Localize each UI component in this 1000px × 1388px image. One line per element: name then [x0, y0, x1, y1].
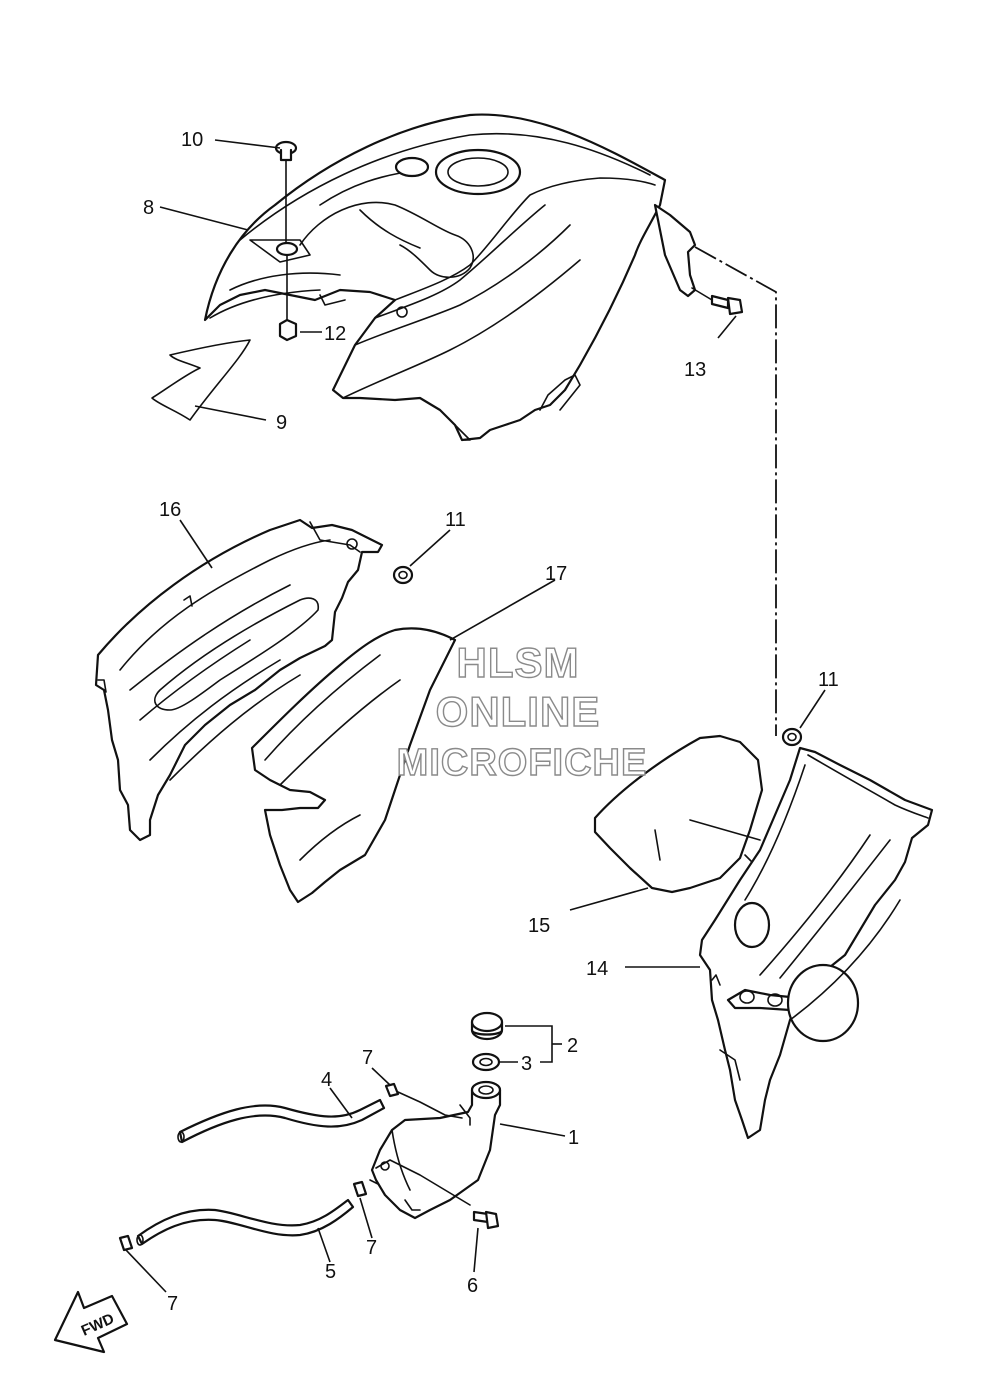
callout-5: 5 — [325, 1261, 336, 1283]
callout-16: 16 — [159, 499, 181, 521]
watermark-line-2: ONLINE — [436, 688, 601, 735]
reservoir-part-1 — [369, 1080, 502, 1220]
watermark: HLSM ONLINE MICROFICHE — [396, 638, 648, 784]
leader-lines — [125, 139, 826, 1293]
callout-4: 4 — [321, 1069, 332, 1091]
callout-11-right: 11 — [818, 669, 839, 691]
clamp-part-7-middle — [352, 1180, 368, 1198]
callout-13: 13 — [684, 359, 706, 381]
side-cover-part-16 — [94, 518, 384, 842]
callout-12: 12 — [324, 323, 346, 345]
bolt-part-10 — [274, 140, 299, 257]
tank-cover-part-8 — [203, 113, 697, 442]
seal-part-3 — [471, 1052, 501, 1072]
grommet-part-11-right — [781, 727, 803, 747]
watermark-line-1: HLSM — [457, 639, 580, 686]
callout-numbers: 10 8 12 9 13 16 11 17 11 15 14 2 3 1 4 7… — [143, 129, 839, 1315]
clamp-part-7-lower — [118, 1234, 134, 1252]
callout-6: 6 — [467, 1275, 478, 1297]
callout-7-lower: 7 — [167, 1293, 178, 1315]
decal-part-9 — [151, 339, 251, 421]
fwd-arrow: FWD — [53, 1290, 129, 1354]
alignment-line — [694, 246, 777, 736]
callout-14: 14 — [586, 958, 608, 980]
callout-10: 10 — [181, 129, 203, 151]
callout-7-upper: 7 — [362, 1047, 373, 1069]
pad-part-15 — [593, 734, 764, 894]
panel-part-17 — [250, 627, 457, 904]
callout-8: 8 — [143, 197, 154, 219]
bolt-part-6 — [472, 1210, 500, 1230]
callout-11-left: 11 — [445, 509, 466, 531]
cap-part-2 — [470, 1011, 504, 1041]
side-cover-part-14 — [698, 746, 934, 1140]
callout-3: 3 — [521, 1053, 532, 1075]
nut-part-12 — [278, 254, 298, 342]
hose-part-4 — [177, 1091, 463, 1144]
callout-15: 15 — [528, 915, 550, 937]
grommet-part-11-left — [392, 565, 414, 585]
callout-7-middle: 7 — [366, 1237, 377, 1259]
clamp-part-7-upper — [384, 1082, 400, 1098]
watermark-line-3: MICROFICHE — [397, 742, 648, 784]
callout-17: 17 — [545, 563, 567, 585]
callout-9: 9 — [276, 412, 287, 434]
hose-part-5 — [136, 1198, 355, 1246]
callout-2: 2 — [567, 1035, 578, 1057]
bolt-part-13 — [691, 287, 744, 316]
callout-1: 1 — [568, 1127, 579, 1149]
